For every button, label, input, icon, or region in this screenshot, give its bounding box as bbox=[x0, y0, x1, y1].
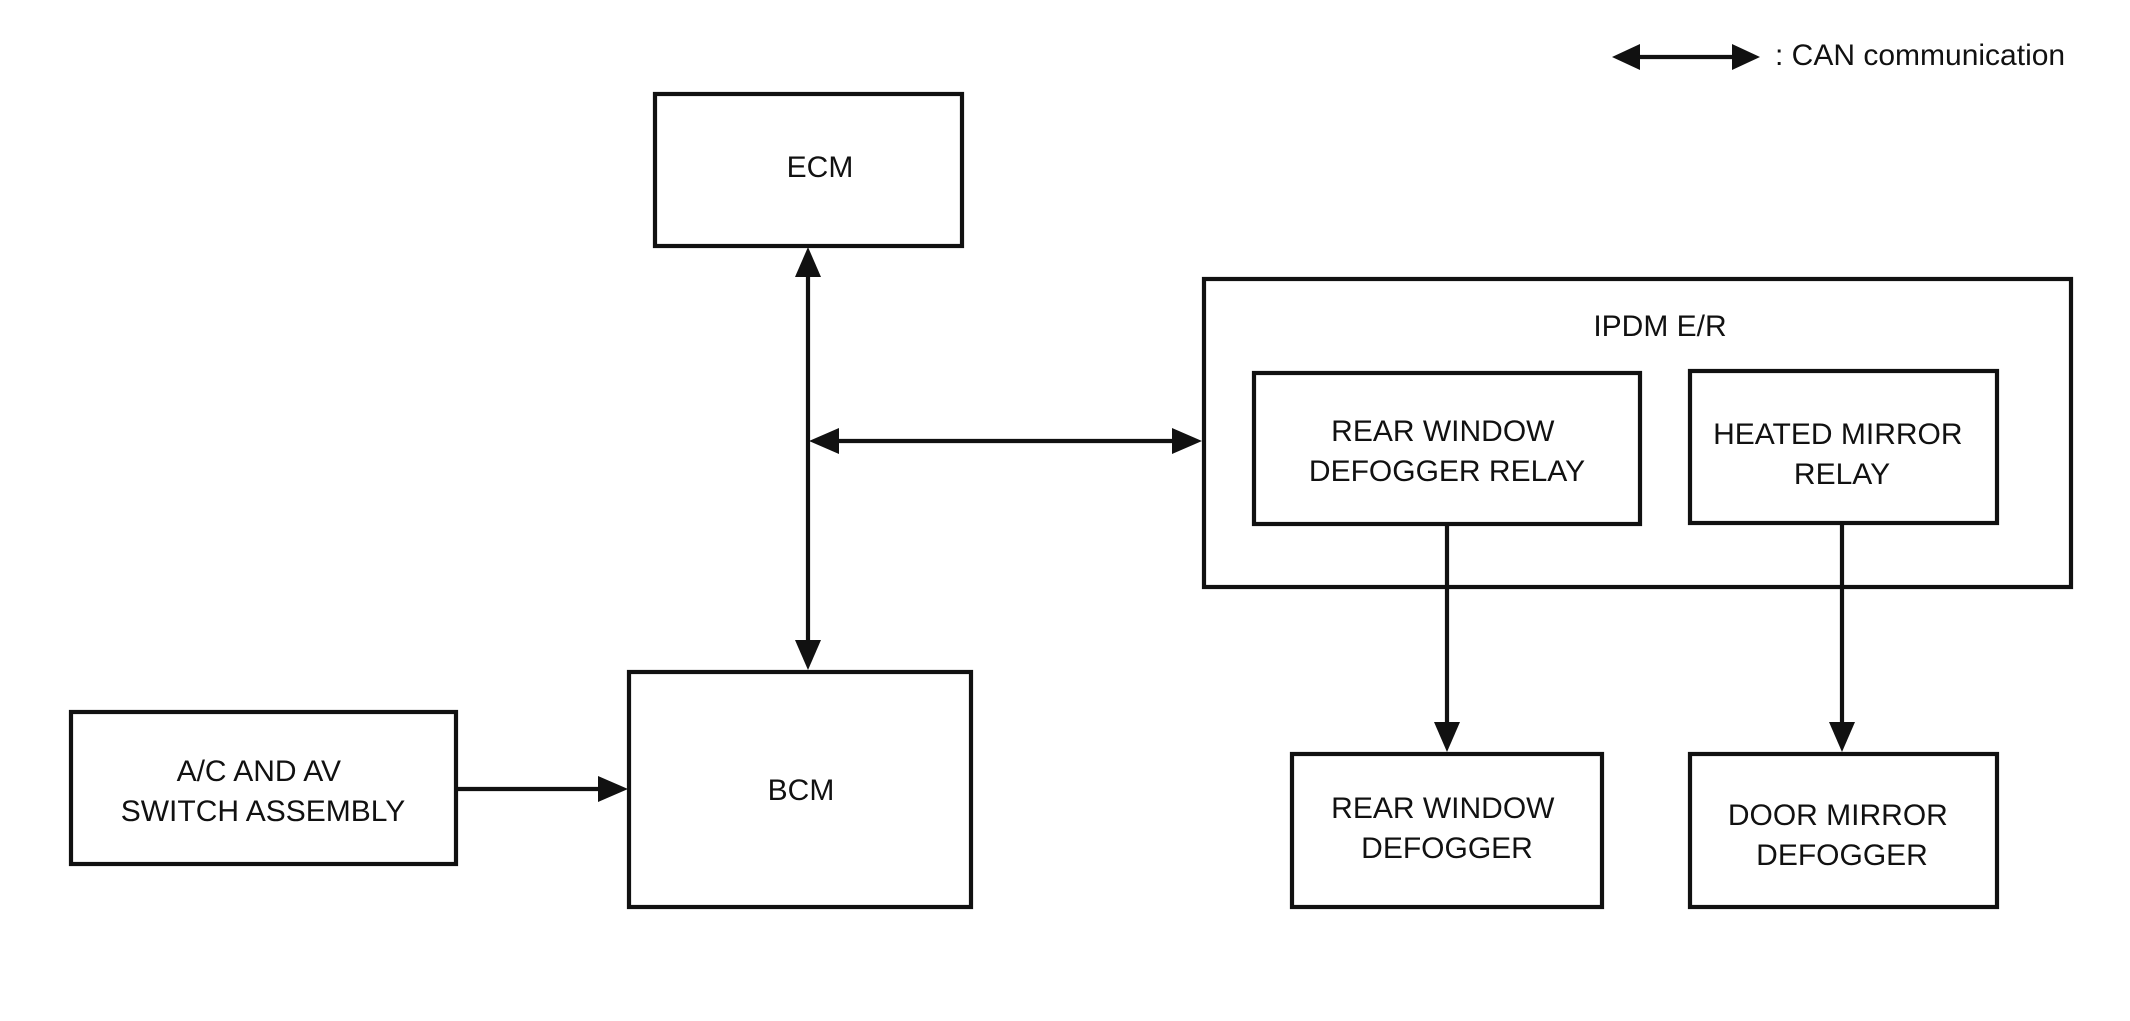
bcm-block: BCM bbox=[626, 669, 974, 910]
arrowhead-down-bcm bbox=[795, 640, 821, 670]
arrowhead-down-door-mirror-defogger bbox=[1829, 722, 1855, 752]
connector-relay-to-door-mirror-defogger bbox=[1829, 524, 1855, 752]
rear-window-defogger-relay-label: REAR WINDOW DEFOGGER RELAY bbox=[1309, 415, 1585, 488]
door-mirror-defogger-block: DOOR MIRROR DEFOGGER bbox=[1687, 751, 2000, 910]
rear-window-defogger-relay-block: REAR WINDOW DEFOGGER RELAY bbox=[1251, 370, 1643, 527]
can-connector-ipdm bbox=[809, 428, 1202, 454]
bcm-label: BCM bbox=[768, 774, 835, 807]
arrowhead-down-rear-window-defogger bbox=[1434, 722, 1460, 752]
ecm-block: ECM bbox=[652, 91, 965, 249]
arrowhead-right-bcm bbox=[598, 776, 628, 802]
heated-mirror-relay-label: HEATED MIRROR RELAY bbox=[1713, 418, 1971, 491]
legend-can-arrowhead-left bbox=[1612, 44, 1640, 70]
arrowhead-left-bus bbox=[809, 428, 839, 454]
ipdm-er-label: IPDM E/R bbox=[1593, 310, 1726, 343]
connector-relay-to-rear-window-defogger bbox=[1434, 525, 1460, 752]
legend-can-label: : CAN communication bbox=[1775, 39, 2065, 72]
heated-mirror-relay-block: HEATED MIRROR RELAY bbox=[1687, 368, 2000, 526]
ac-av-switch-assembly-label: A/C AND AV SWITCH ASSEMBLY bbox=[121, 755, 406, 828]
rear-window-defogger-block: REAR WINDOW DEFOGGER bbox=[1289, 751, 1605, 910]
arrowhead-right-ipdm bbox=[1172, 428, 1202, 454]
arrowhead-up-ecm bbox=[795, 247, 821, 277]
legend-can-arrowhead-right bbox=[1732, 44, 1760, 70]
legend: : CAN communication bbox=[1612, 39, 2065, 72]
rear-window-defogger-label: REAR WINDOW DEFOGGER bbox=[1331, 792, 1563, 865]
can-connector-ecm-bcm bbox=[795, 247, 821, 670]
ecm-label: ECM bbox=[787, 151, 854, 184]
connector-switch-to-bcm bbox=[457, 776, 628, 802]
ac-av-switch-assembly-block: A/C AND AV SWITCH ASSEMBLY bbox=[68, 709, 459, 867]
door-mirror-defogger-label: DOOR MIRROR DEFOGGER bbox=[1728, 799, 1956, 872]
